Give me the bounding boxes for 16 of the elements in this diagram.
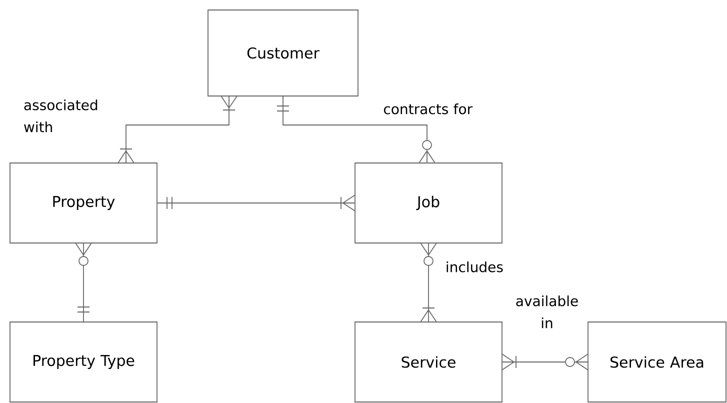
- relationship-line: [75, 242, 92, 322]
- entity-box: Customer: [208, 10, 358, 96]
- entity-box: Service: [354, 322, 502, 402]
- relationship-line: [118, 96, 238, 164]
- entity-box: Job: [354, 162, 502, 244]
- relationship-line: [157, 194, 356, 212]
- entity-box: Service Area: [588, 322, 726, 402]
- edge-label: available in: [516, 295, 578, 328]
- relationship-line: [276, 96, 436, 164]
- entity-box: Property Type: [10, 322, 158, 402]
- edge-label: includes: [446, 261, 503, 272]
- edge-label: associated with: [24, 99, 98, 132]
- relationship-line: [420, 242, 437, 322]
- relationship-line: [502, 354, 588, 370]
- edge-label: contracts for: [384, 103, 473, 114]
- entity-box: Property: [10, 162, 158, 244]
